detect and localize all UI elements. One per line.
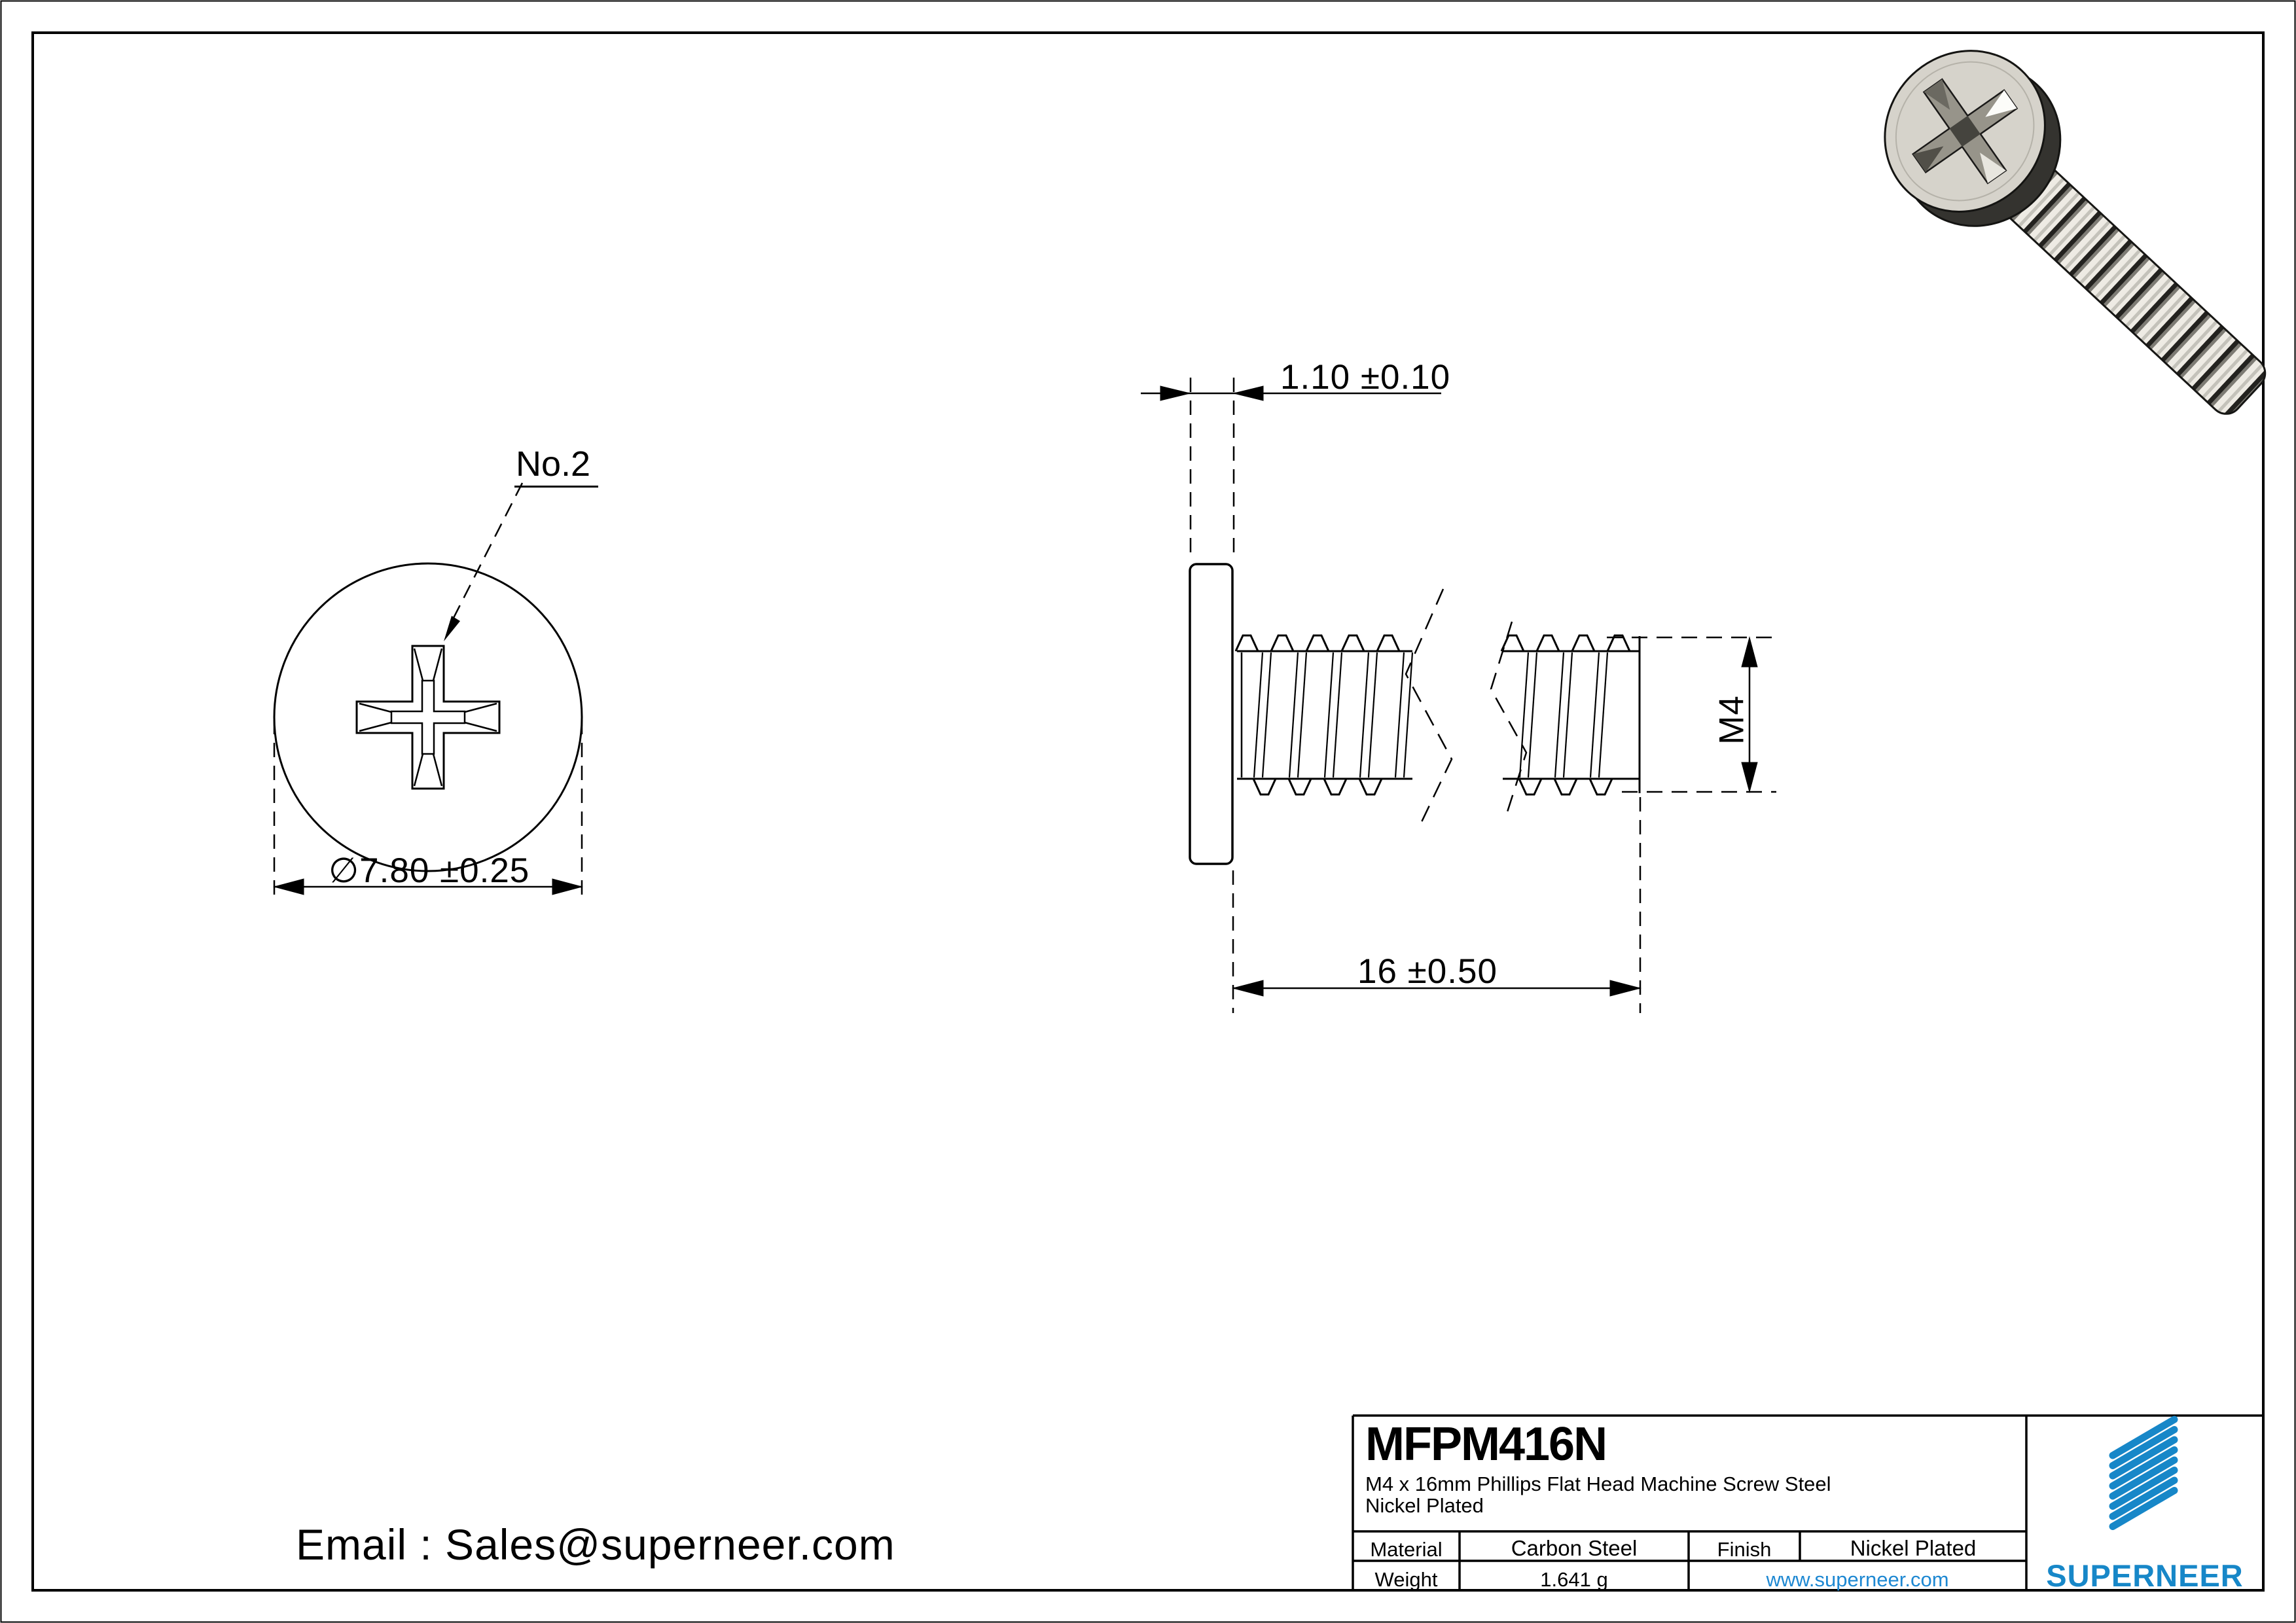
phillips-recess-chamfers — [359, 648, 497, 787]
dim-arrow-right — [552, 878, 583, 895]
diameter-dim-label: ∅7.80 ±0.25 — [329, 851, 530, 890]
recess-leader-arrow — [444, 616, 460, 641]
material-label: Material — [1370, 1538, 1443, 1561]
brand-name: SUPERNEER — [2046, 1558, 2244, 1593]
head-thickness-dimension — [1141, 378, 1441, 560]
length-dimension — [1232, 797, 1641, 1013]
thread-profile — [1234, 634, 1640, 796]
part-number: MFPM416N — [1365, 1418, 1607, 1471]
dim-arrow-left — [273, 878, 304, 895]
head-side-profile — [1189, 563, 1234, 865]
dim-arrow — [1160, 385, 1191, 401]
email-text: Email : Sales@superneer.com — [296, 1520, 895, 1569]
title-block-lines — [1352, 1414, 2263, 1590]
side-view — [1141, 378, 1776, 1013]
dim-arrow-up — [1741, 636, 1758, 668]
phillips-recess-inner — [390, 679, 466, 755]
dim-arrow-left — [1232, 980, 1264, 997]
superneer-logo-icon — [2109, 1416, 2178, 1530]
material-value: Carbon Steel — [1511, 1536, 1638, 1560]
head-thickness-dim-label: 1.10 ±0.10 — [1280, 358, 1451, 397]
phillips-recess-3d — [1912, 78, 2018, 185]
inner-border — [31, 31, 2265, 1592]
weight-value: 1.641 g — [1540, 1568, 1608, 1591]
dim-arrow-down — [1741, 762, 1758, 793]
part-description-line2: Nickel Plated — [1365, 1494, 1484, 1517]
part-description-line1: M4 x 16mm Phillips Flat Head Machine Scr… — [1365, 1472, 1831, 1495]
recess-size-label: No.2 — [514, 444, 599, 488]
diameter-dimension — [273, 720, 583, 898]
front-view — [273, 482, 583, 898]
thread-dim-label: M4 — [1712, 695, 1751, 745]
website-link[interactable]: www.superneer.com — [1766, 1568, 1949, 1591]
phillips-recess-outer — [355, 645, 501, 790]
finish-label: Finish — [1717, 1538, 1772, 1561]
break-symbols — [1405, 588, 1528, 825]
head-outline-circle — [273, 562, 583, 872]
dim-arrow — [1233, 385, 1264, 401]
finish-value: Nickel Plated — [1850, 1536, 1977, 1560]
length-dim-label: 16 ±0.50 — [1357, 952, 1498, 991]
screw-3d-render — [1884, 50, 2267, 415]
dim-arrow-right — [1609, 980, 1641, 997]
recess-leader-line — [450, 482, 524, 622]
weight-label: Weight — [1374, 1568, 1438, 1591]
